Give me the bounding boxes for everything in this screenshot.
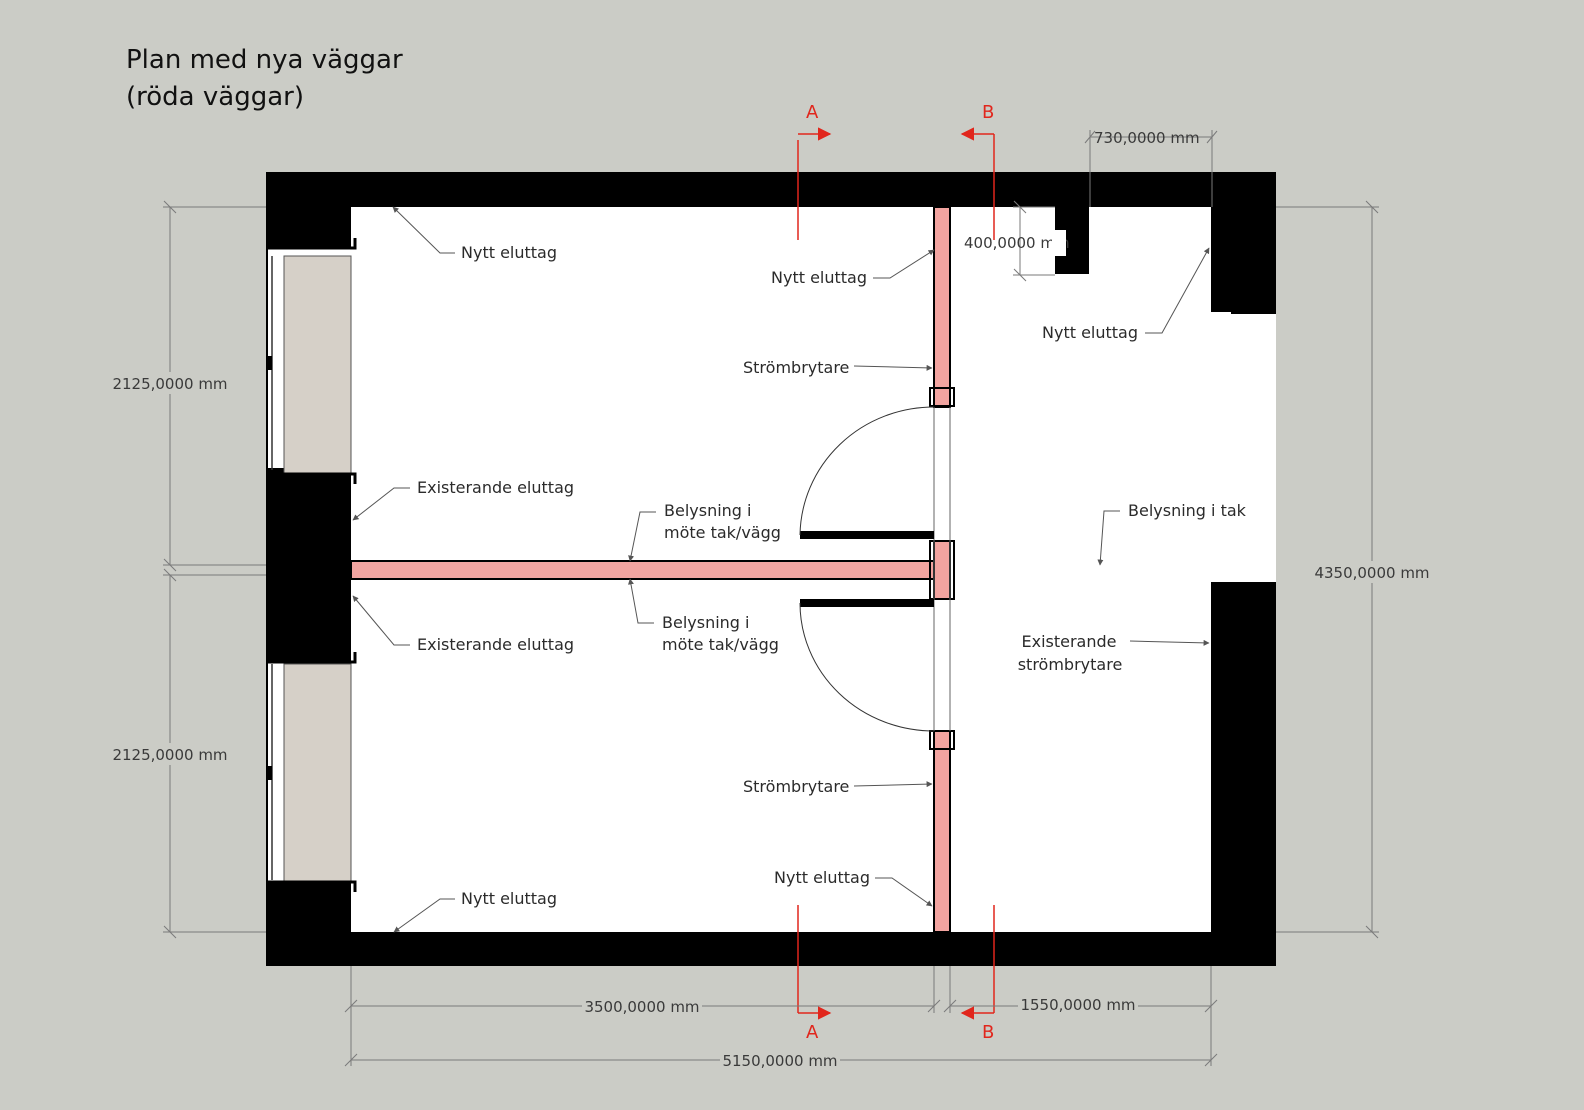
section-b-bottom-label: B <box>982 1022 994 1043</box>
dim-5150-label: 5150,0000 mm <box>722 1052 837 1070</box>
label-strombrytare-bottom: Strömbrytare <box>743 777 849 796</box>
right-wall-top-step <box>1231 207 1276 314</box>
leader-existerande-eluttag-bottom <box>352 595 410 646</box>
door-leaf-bottom <box>800 599 934 607</box>
dim-2125-bottom: 2125,0000 mm <box>108 568 266 939</box>
window-bottom-notch <box>266 766 272 780</box>
dim-5150: 5150,0000 mm <box>344 1013 1218 1070</box>
new-wall-vertical-bottom <box>933 730 951 933</box>
leader-nytt-eluttag-top-left <box>392 206 455 254</box>
dim-2125-top: 2125,0000 mm <box>108 200 266 572</box>
label-existerande-eluttag-top: Existerande eluttag <box>417 478 574 497</box>
new-wall-horizontal <box>350 560 935 580</box>
label-belysning-bottom-line1: Belysning i <box>662 613 749 632</box>
label-nytt-eluttag-right: Nytt eluttag <box>1042 323 1138 342</box>
section-a-bottom-label: A <box>806 1022 819 1043</box>
window-top <box>283 255 352 475</box>
door-swing-bottom <box>799 602 935 732</box>
new-wall-vertical-top <box>933 206 951 408</box>
door-frame-bottom-stub <box>929 730 955 750</box>
label-belysning-i-tak: Belysning i tak <box>1128 501 1247 520</box>
window-top-notch <box>266 356 272 370</box>
door-leaf-top <box>800 531 934 539</box>
label-nytt-eluttag-bottom-left: Nytt eluttag <box>461 889 557 908</box>
dim-730: 730,0000 mm <box>1084 129 1218 207</box>
leader-nytt-eluttag-top-middle <box>873 249 935 279</box>
plan-subtitle: (röda väggar) <box>126 82 304 112</box>
section-b-top-label: B <box>982 102 994 123</box>
dim-400: 400,0000 mm <box>964 200 1070 282</box>
dim-4350-label: 4350,0000 mm <box>1314 564 1429 582</box>
dim-730-label: 730,0000 mm <box>1094 129 1200 147</box>
leader-existerande-eluttag-top <box>352 487 410 521</box>
leader-belysning-top <box>628 511 656 562</box>
label-nytt-eluttag-top-left: Nytt eluttag <box>461 243 557 262</box>
window-top-frame-bottom <box>268 472 357 484</box>
window-bottom <box>283 663 352 883</box>
dim-400-label: 400,0000 mm <box>964 234 1070 252</box>
leader-belysning-bottom <box>628 578 654 624</box>
label-belysning-bottom-line2: möte tak/vägg <box>662 635 779 654</box>
right-wall-bottom-block <box>1211 607 1276 932</box>
dim-2125-top-label: 2125,0000 mm <box>112 375 227 393</box>
window-bottom-frame-bottom <box>268 880 357 892</box>
dim-1550-label: 1550,0000 mm <box>1020 996 1135 1014</box>
right-wall-opening <box>1211 312 1276 582</box>
label-existerande-eluttag-bottom: Existerande eluttag <box>417 635 574 654</box>
window-top-frame-top <box>268 238 357 250</box>
leader-strombrytare-bottom <box>853 781 933 788</box>
leader-nytt-eluttag-right <box>1145 247 1210 334</box>
leader-nytt-eluttag-bottom-middle <box>875 877 933 907</box>
dim-3500-label: 3500,0000 mm <box>584 998 699 1016</box>
leader-belysning-i-tak <box>1097 510 1120 566</box>
dim-1550: 1550,0000 mm <box>943 966 1218 1014</box>
right-wall-top-block <box>1211 207 1231 290</box>
dim-3500: 3500,0000 mm <box>344 966 941 1016</box>
leader-nytt-eluttag-bottom-left <box>393 898 455 933</box>
label-existerande-strombrytare-line2: strömbrytare <box>1018 655 1123 674</box>
door-frame-top-stub <box>929 387 955 407</box>
dim-2125-bottom-label: 2125,0000 mm <box>112 746 227 764</box>
section-a-top-label: A <box>806 102 819 123</box>
right-wall-bottom-step <box>1231 582 1276 612</box>
dim-4350: 4350,0000 mm <box>1276 200 1436 939</box>
door-frame-mid-stub <box>929 540 955 600</box>
label-existerande-strombrytare-line1: Existerande <box>1022 632 1117 651</box>
window-bottom-frame-top <box>268 652 357 664</box>
door-swing-top <box>799 406 935 536</box>
leader-existerande-strombrytare <box>1129 639 1210 646</box>
leader-strombrytare-top <box>853 364 933 371</box>
plan-title: Plan med nya väggar <box>126 45 403 75</box>
new-wall-vertical-mid <box>933 540 951 600</box>
label-belysning-top-line1: Belysning i <box>664 501 751 520</box>
label-nytt-eluttag-bottom-middle: Nytt eluttag <box>774 868 870 887</box>
label-nytt-eluttag-top-middle: Nytt eluttag <box>771 268 867 287</box>
label-belysning-top-line2: möte tak/vägg <box>664 523 781 542</box>
label-strombrytare-top: Strömbrytare <box>743 358 849 377</box>
